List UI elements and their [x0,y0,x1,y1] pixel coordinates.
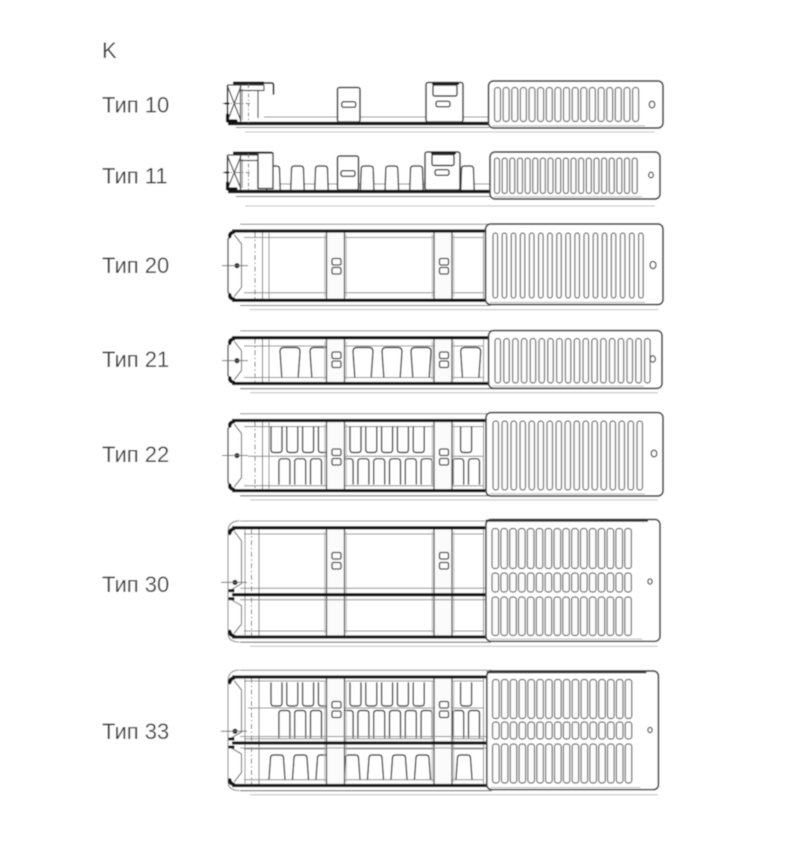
svg-text:Тип 33: Тип 33 [102,719,169,744]
svg-text:Тип 30: Тип 30 [102,572,169,597]
svg-text:Тип 20: Тип 20 [102,253,169,278]
svg-text:Тип 11: Тип 11 [102,164,168,189]
svg-text:K: K [102,38,117,63]
svg-text:Тип 10: Тип 10 [102,93,169,118]
svg-text:Тип 22: Тип 22 [102,442,169,467]
svg-text:Тип 21: Тип 21 [102,347,169,372]
